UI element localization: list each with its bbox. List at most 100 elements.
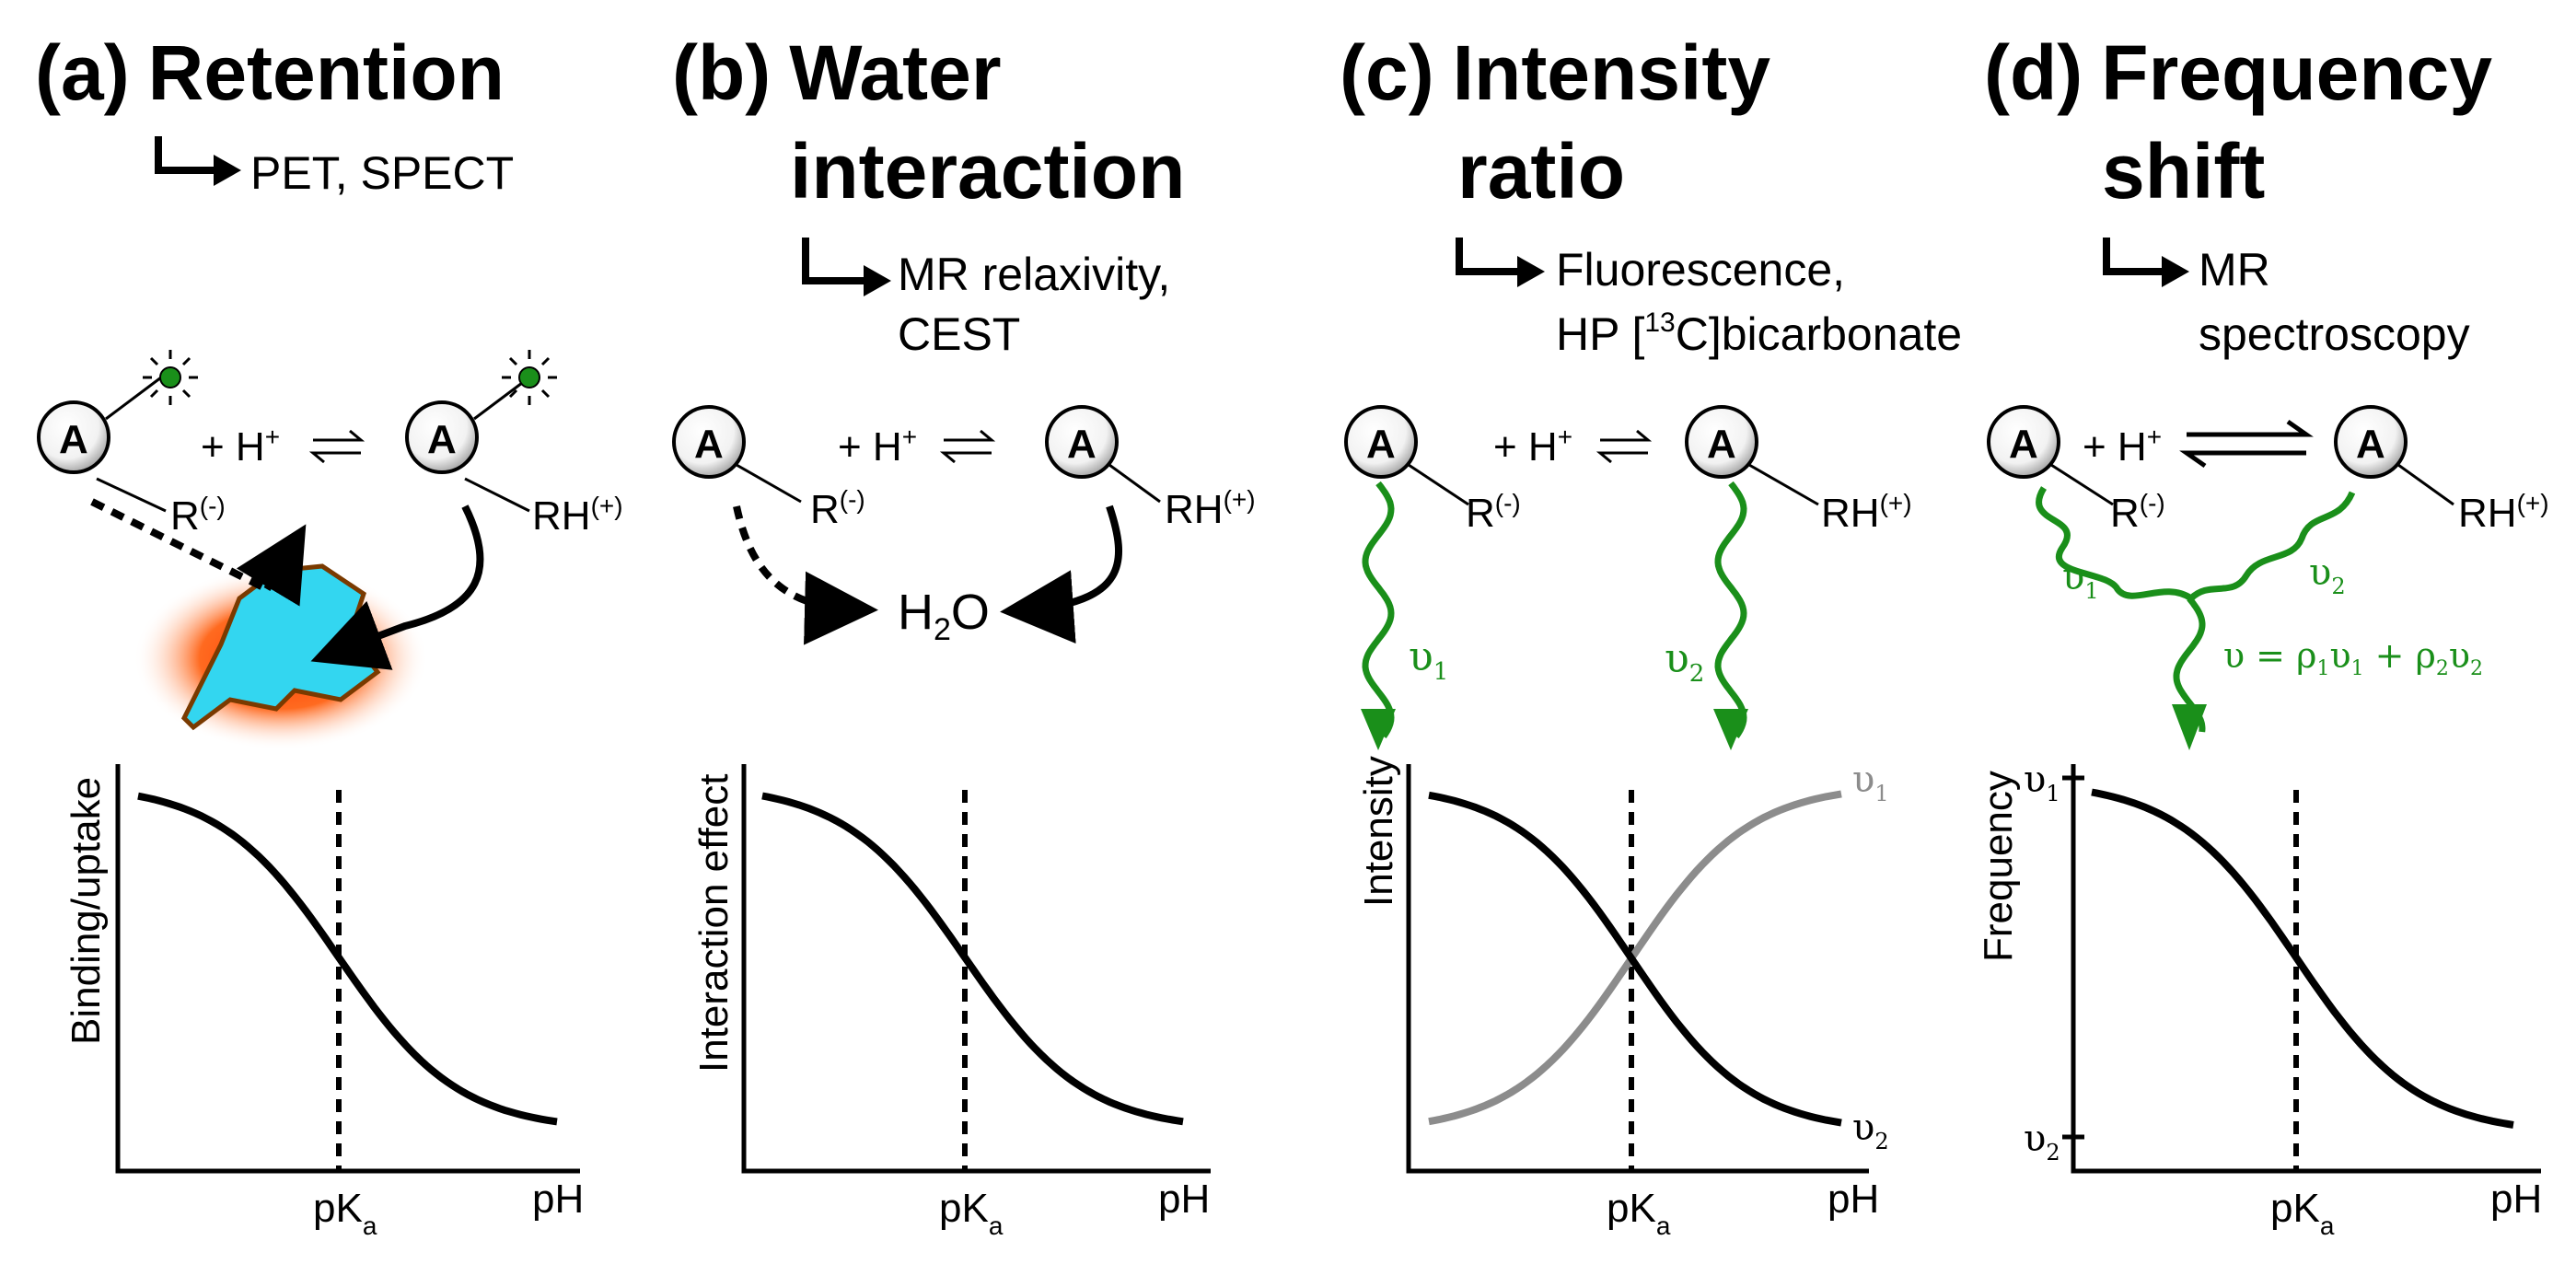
y-axis-label: Intensity [1356,756,1401,907]
axes [1406,764,1869,1174]
panel-b-plot: Interaction effect pKa pH [691,764,1211,1240]
atom-label: A [694,422,724,467]
curve-nu2 [1428,791,1842,1127]
emission-wave-2 [1714,481,1747,738]
nu2-label: υ2 [2309,551,2346,599]
panel-d-plot: υ1 υ2 Frequency pKa pH [1976,759,2542,1240]
species-left: R(-) [2110,489,2165,536]
panel-b-method: MR relaxivity, [898,249,1170,300]
panel-c-method-line2: HP [13C]bicarbonate [1556,307,1962,360]
panel-c-title-line2: ratio [1457,128,1625,215]
curve-nu1 [1428,790,1842,1126]
equilibrium-icon [2179,419,2314,469]
curve [761,792,1184,1126]
atom-label: A [1067,422,1097,467]
x-tick-pka: pKa [1607,1186,1671,1240]
axes [741,764,1211,1174]
curve [137,792,558,1126]
species-right: RH(+) [532,492,623,539]
species-left: R(-) [810,485,865,532]
wave-arrowhead [1713,709,1748,750]
panel-a-method: PET, SPECT [250,147,514,199]
tumor-icon [133,563,428,750]
radiolabel-icon [143,350,198,405]
dashed-arrow [733,505,878,645]
equilibrium-icon [1595,429,1653,464]
proton-label: + H+ [838,423,917,470]
nu1-label: υ1 [1409,633,1448,686]
panel-b-method-line2: CEST [898,308,1020,360]
radiolabel-icon [502,350,557,405]
panel-d: (d)Frequency shift MR spectroscopy A R(-… [1976,29,2549,1240]
panel-b: (b)Water interaction MR relaxivity, CEST… [672,29,1256,1240]
method-arrow [2103,238,2171,275]
y-axis-label: Frequency [1976,771,2021,962]
atom-label: A [59,417,88,462]
y-axis-label: Interaction effect [691,774,737,1073]
atom-label: A [2009,422,2038,467]
x-tick-pka: pKa [313,1186,377,1240]
atom-label: A [1366,422,1396,467]
panel-c: (c)Intensity ratio Fluorescence, HP [13C… [1340,29,1962,1240]
axes [2071,764,2541,1174]
atom-icon [2334,405,2408,479]
atom-icon [37,400,110,474]
panel-c-method: Fluorescence, [1556,244,1845,296]
method-arrow [155,136,223,174]
x-axis-label: pH [1828,1177,1879,1222]
y-tick-label-nu1: υ1 [2024,759,2060,806]
equilibrium-icon [308,429,366,464]
solid-arrow [1000,504,1122,644]
species-right: RH(+) [1165,485,1256,532]
x-axis-label: pH [2490,1177,2542,1222]
panel-d-reaction: A R(-) + H+ A RH(+) υ1 υ2 υ = ρ1υ1 + ρ2υ… [1987,405,2549,750]
method-arrow [802,238,873,284]
wave-arrowhead [1361,709,1396,750]
method-arrowhead [2162,256,2189,287]
panel-a-reaction: A R(-) + H+ A RH(+) [37,350,623,539]
x-axis-label: pH [1158,1177,1210,1222]
axes [115,764,580,1174]
atom-label: A [1707,422,1736,467]
panel-c-reaction: A R(-) + H+ A RH(+) υ1 υ2 [1344,405,1912,750]
panel-b-title: (b)Water [672,29,1002,116]
method-arrow [1456,238,1526,275]
proton-label: + H+ [2083,423,2162,470]
method-arrowhead [1517,256,1545,287]
panel-d-method: MR [2199,244,2270,296]
atom-label: A [2356,422,2385,467]
nu1-label: υ1 [2062,556,2099,604]
curve-label-nu1: υ1 [1852,759,1889,806]
emission-wave-1 [1362,481,1395,738]
equilibrium-icon [939,429,996,464]
panel-c-plot: υ1 υ2 Intensity pKa pH [1356,756,1889,1240]
species-right: RH(+) [2458,489,2549,536]
wave-nu2 [2188,491,2356,601]
atom-icon [1685,405,1758,479]
proton-label: + H+ [1493,423,1572,470]
wave-arrowhead [2172,704,2207,750]
nu2-label: υ2 [1665,635,1704,688]
x-tick-pka: pKa [939,1186,1004,1240]
y-tick-label-nu2: υ2 [2024,1118,2060,1165]
panel-d-title: (d)Frequency [1984,29,2492,116]
atom-icon [1987,405,2060,479]
panel-c-title: (c)Intensity [1340,29,1770,116]
method-arrowhead [214,155,241,186]
atom-icon [1344,405,1418,479]
species-left: R(-) [170,492,226,539]
species-left: R(-) [1466,489,1521,536]
panel-d-method-line2: spectroscopy [2199,308,2470,360]
water-label: H2O [898,585,990,647]
curve-label-nu2: υ2 [1852,1107,1889,1154]
dashed-arrow [236,524,307,607]
curve [2091,788,2514,1129]
frequency-equation: υ = ρ1υ1 + ρ2υ2 [2223,635,2483,680]
x-axis-label: pH [532,1177,584,1222]
panel-b-title-line2: interaction [790,128,1185,215]
panel-a-plot: Binding/uptake pKa pH [64,764,584,1240]
wave-nu1 [2036,486,2193,602]
atom-icon [405,400,479,474]
atom-icon [1045,405,1119,479]
